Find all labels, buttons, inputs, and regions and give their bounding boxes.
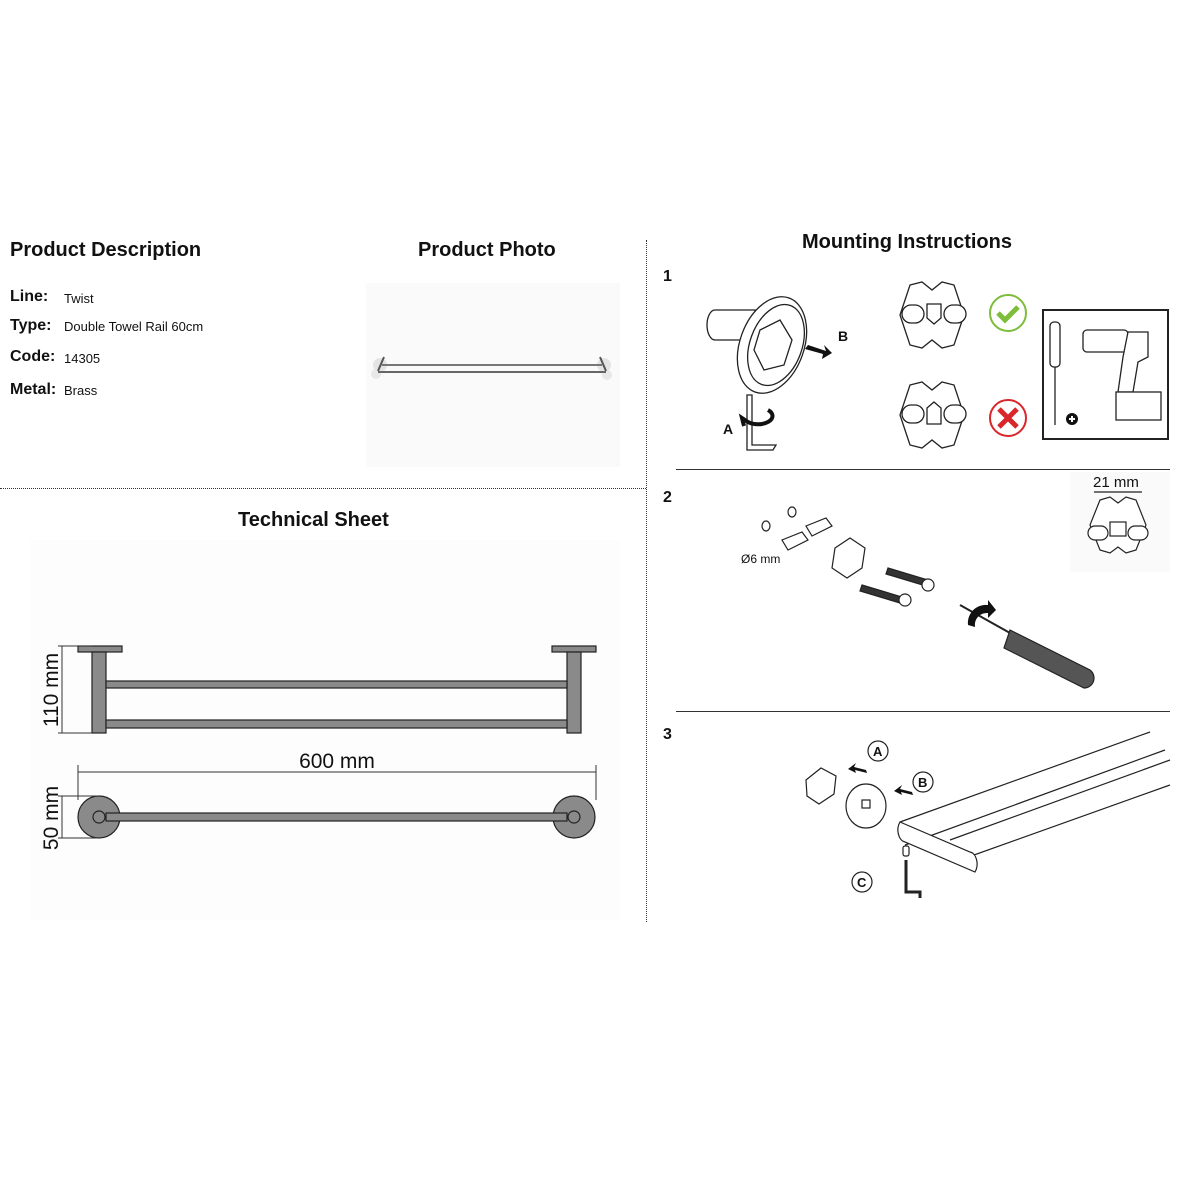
step-2-illustration bbox=[761, 472, 1170, 689]
height-dimension: 110 mm bbox=[40, 652, 63, 728]
step-1-illustration bbox=[706, 281, 1169, 451]
type-label: Type: bbox=[10, 317, 52, 334]
width-dimension: 600 mm bbox=[299, 750, 375, 773]
type-value: Double Towel Rail 60cm bbox=[64, 319, 204, 334]
technical-drawing bbox=[30, 540, 620, 920]
check-icon bbox=[989, 294, 1027, 332]
step-separator bbox=[676, 469, 1170, 470]
vertical-divider bbox=[646, 240, 647, 922]
step-3-illustration bbox=[805, 731, 1171, 898]
code-value: 14305 bbox=[64, 351, 101, 366]
mounting-instructions-title: Mounting Instructions bbox=[802, 231, 1012, 253]
metal-label: Metal: bbox=[10, 381, 57, 398]
step-2-number: 2 bbox=[663, 489, 672, 506]
step-separator bbox=[676, 711, 1170, 712]
technical-drawing-svg bbox=[58, 645, 597, 839]
step-1-number: 1 bbox=[663, 268, 672, 285]
step-3-number: 3 bbox=[663, 726, 672, 743]
technical-sheet-title: Technical Sheet bbox=[238, 509, 389, 531]
line-label: Line: bbox=[10, 288, 49, 305]
towel-rail-photo bbox=[371, 356, 612, 380]
step-3-label-a: A bbox=[873, 744, 883, 759]
code-label: Code: bbox=[10, 348, 56, 365]
step-1-label-a: A bbox=[723, 421, 734, 437]
tools-icon bbox=[1049, 321, 1162, 425]
cross-icon bbox=[989, 399, 1027, 437]
horizontal-divider bbox=[0, 488, 646, 489]
step-3-label-c: C bbox=[857, 875, 867, 890]
product-description-title: Product Description bbox=[10, 239, 202, 261]
step-3-label-b: B bbox=[918, 775, 928, 790]
product-photo-title: Product Photo bbox=[418, 239, 556, 261]
metal-value: Brass bbox=[64, 383, 98, 398]
drill-diameter-label: Ø6 mm bbox=[741, 552, 781, 566]
plate-width-label: 21 mm bbox=[1093, 474, 1139, 491]
step-1-label-b: B bbox=[838, 328, 849, 344]
depth-dimension: 50 mm bbox=[40, 785, 63, 851]
line-value: Twist bbox=[64, 291, 94, 306]
product-photo bbox=[366, 283, 620, 467]
